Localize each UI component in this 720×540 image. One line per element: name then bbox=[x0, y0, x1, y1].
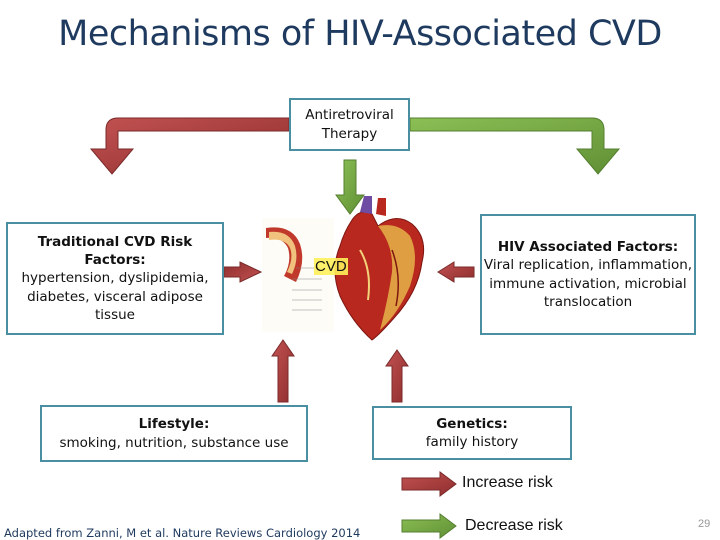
page-title: Mechanisms of HIV-Associated CVD bbox=[58, 14, 662, 54]
traditional-to-cvd-arrow bbox=[223, 261, 263, 283]
source-citation: Adapted from Zanni, M et al. Nature Revi… bbox=[4, 526, 361, 540]
artery-illustration bbox=[262, 218, 334, 332]
legend-decrease-arrow bbox=[401, 513, 457, 539]
cvd-label: CVD bbox=[314, 258, 348, 275]
genetics-text: family history bbox=[425, 434, 519, 450]
lifestyle-heading: Lifestyle: bbox=[138, 416, 210, 433]
legend-increase-arrow bbox=[401, 471, 457, 497]
legend-increase-label: Increase risk bbox=[462, 474, 553, 491]
arv-to-hiv-arrow bbox=[409, 117, 621, 175]
arv-to-cvd-arrow bbox=[335, 159, 365, 215]
arv-box: Antiretroviral Therapy bbox=[289, 98, 410, 151]
page-number: 29 bbox=[698, 518, 711, 530]
hiv-to-cvd-arrow bbox=[437, 261, 475, 283]
traditional-risk-box: Traditional CVD Risk Factors: hypertensi… bbox=[6, 222, 224, 335]
traditional-text: hypertension, dyslipidemia, diabetes, vi… bbox=[21, 270, 209, 323]
arv-line1: Antiretroviral bbox=[305, 107, 394, 124]
lifestyle-to-cvd-arrow bbox=[271, 339, 295, 403]
genetics-heading: Genetics: bbox=[436, 415, 508, 432]
arv-to-traditional-arrow bbox=[89, 117, 290, 175]
hiv-text: Viral replication, inflammation, immune … bbox=[483, 257, 693, 310]
legend-decrease-label: Decrease risk bbox=[465, 517, 563, 534]
genetics-box: Genetics: family history bbox=[372, 406, 572, 460]
arv-line2: Therapy bbox=[321, 125, 378, 142]
lifestyle-box: Lifestyle: smoking, nutrition, substance… bbox=[40, 405, 308, 462]
hiv-heading: HIV Associated Factors: bbox=[497, 239, 679, 256]
traditional-heading: Traditional CVD Risk Factors: bbox=[37, 233, 193, 269]
lifestyle-text: smoking, nutrition, substance use bbox=[59, 434, 289, 451]
heart-illustration bbox=[334, 196, 425, 341]
genetics-to-cvd-arrow bbox=[385, 349, 409, 403]
hiv-factors-box: HIV Associated Factors: Viral replicatio… bbox=[480, 214, 696, 335]
